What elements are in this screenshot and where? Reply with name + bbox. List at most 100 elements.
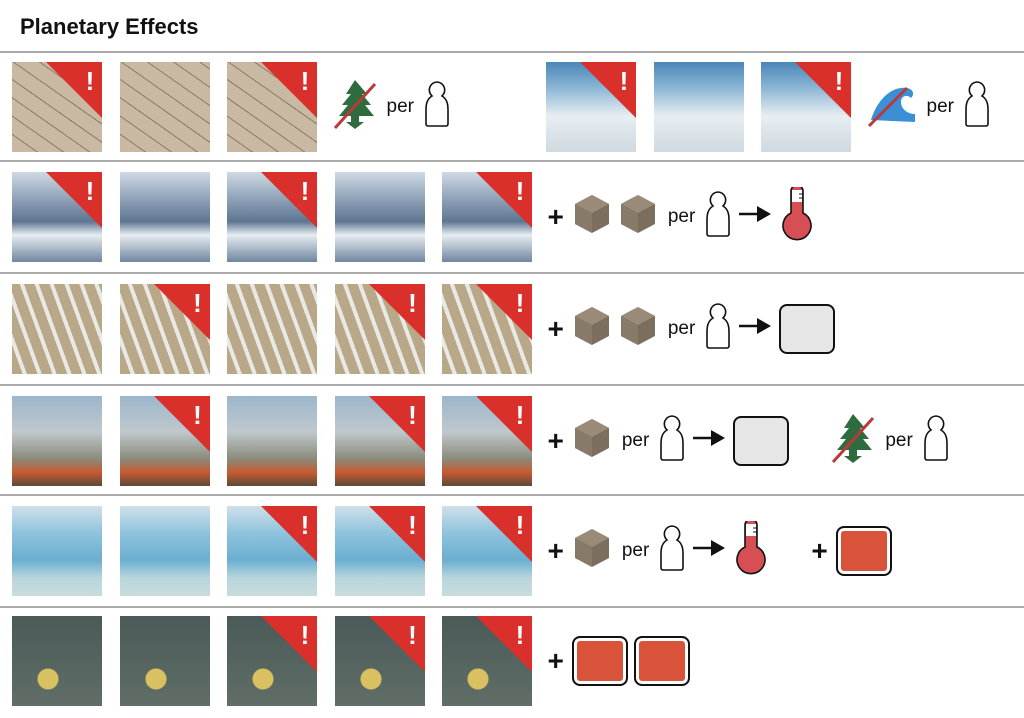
warning-mark-icon: ! <box>834 66 844 96</box>
effect-row: !!! + per <box>0 284 1024 376</box>
photo-glacier: ! <box>227 506 317 596</box>
red-card-icon <box>571 636 628 686</box>
photo-drought <box>119 62 210 152</box>
meeple-icon <box>659 524 685 578</box>
warning-flag: ! <box>261 172 317 228</box>
per-label: per <box>926 96 954 117</box>
arrow-right-icon <box>737 316 773 342</box>
warning-flag: ! <box>476 284 532 340</box>
photo-glacier <box>119 506 210 596</box>
tree-crossed-icon <box>831 412 875 470</box>
warning-flag: ! <box>261 616 317 672</box>
photo-ice: ! <box>442 172 532 262</box>
photo-river: ! <box>442 284 532 374</box>
effect-formula: + per <box>548 284 836 374</box>
red-card-icon <box>835 526 892 576</box>
photo-drought: ! <box>227 62 317 152</box>
arrow-right-icon <box>691 428 727 454</box>
warning-mark-icon: ! <box>85 66 95 96</box>
meeple-icon <box>705 190 731 244</box>
warning-mark-icon: ! <box>515 400 525 430</box>
meeple-icon <box>424 80 450 134</box>
warning-flag: ! <box>476 506 532 562</box>
photo-fire <box>227 396 317 486</box>
warning-mark-icon: ! <box>300 66 310 96</box>
resource-cube-icon <box>572 193 612 241</box>
warning-flag: ! <box>368 506 425 562</box>
photo-coral: ! <box>761 62 851 152</box>
warning-flag: ! <box>368 396 425 452</box>
warning-mark-icon: ! <box>408 288 417 318</box>
row-divider <box>0 160 1024 162</box>
page-title: Planetary Effects <box>20 14 199 39</box>
resource-cube-icon <box>572 527 612 575</box>
warning-mark-icon: ! <box>515 620 525 650</box>
resource-cube-icon <box>618 305 658 353</box>
grey-card-icon <box>779 304 836 354</box>
warning-flag: ! <box>46 62 102 118</box>
plus-sign: + <box>547 313 564 344</box>
photo-ice <box>334 172 425 262</box>
warning-flag: ! <box>261 506 317 562</box>
warning-flag: ! <box>795 62 851 118</box>
per-label: per <box>621 540 650 561</box>
plus-sign: + <box>547 425 564 456</box>
photo-river <box>12 284 102 374</box>
resource-cube-icon <box>572 417 612 465</box>
meeple-icon <box>964 80 990 134</box>
photo-delta: ! <box>334 616 425 706</box>
photo-fire: ! <box>442 396 532 486</box>
warning-mark-icon: ! <box>85 176 95 206</box>
effect-row: !!! + per + <box>0 506 1024 598</box>
tree-crossed-icon <box>333 78 377 136</box>
meeple-icon <box>923 414 949 468</box>
row-divider <box>0 606 1024 608</box>
warning-flag: ! <box>476 396 532 452</box>
photo-delta: ! <box>442 616 532 706</box>
photo-fire: ! <box>334 396 425 486</box>
row-divider <box>0 272 1024 274</box>
grey-card-icon <box>733 416 790 466</box>
photo-coral: ! <box>546 62 636 152</box>
warning-flag: ! <box>368 284 425 340</box>
photo-glacier: ! <box>442 506 532 596</box>
photo-fire <box>12 396 102 486</box>
plus-sign: + <box>547 535 564 566</box>
meeple-icon <box>659 414 685 468</box>
wave-crossed-icon <box>867 80 917 134</box>
meeple-icon <box>705 302 731 356</box>
photo-drought: ! <box>12 62 102 152</box>
photo-river <box>227 284 317 374</box>
per-label: per <box>621 430 650 451</box>
warning-flag: ! <box>153 396 210 452</box>
plus-sign: + <box>547 645 564 676</box>
warning-mark-icon: ! <box>300 176 310 206</box>
thermometer-icon <box>733 518 769 581</box>
row-divider <box>0 384 1024 386</box>
warning-mark-icon: ! <box>515 510 525 540</box>
warning-mark-icon: ! <box>300 510 310 540</box>
per-label: per <box>667 206 696 227</box>
warning-mark-icon: ! <box>619 66 629 96</box>
effect-formula: + per <box>548 172 816 262</box>
per-label: per <box>667 318 696 339</box>
warning-flag: ! <box>476 172 532 228</box>
warning-flag: ! <box>476 616 532 672</box>
effect-formula: per <box>867 62 990 152</box>
plus-sign: + <box>547 201 564 232</box>
warning-flag: ! <box>153 284 210 340</box>
per-label: per <box>386 96 414 117</box>
warning-mark-icon: ! <box>193 400 202 430</box>
warning-flag: ! <box>580 62 636 118</box>
warning-flag: ! <box>46 172 102 228</box>
resource-cube-icon <box>618 193 658 241</box>
photo-ice: ! <box>227 172 317 262</box>
photo-delta: ! <box>227 616 317 706</box>
warning-flag: ! <box>368 616 425 672</box>
photo-fire: ! <box>119 396 210 486</box>
arrow-right-icon <box>737 204 773 230</box>
plus-sign: + <box>811 535 828 566</box>
effect-formula: per <box>333 62 450 152</box>
